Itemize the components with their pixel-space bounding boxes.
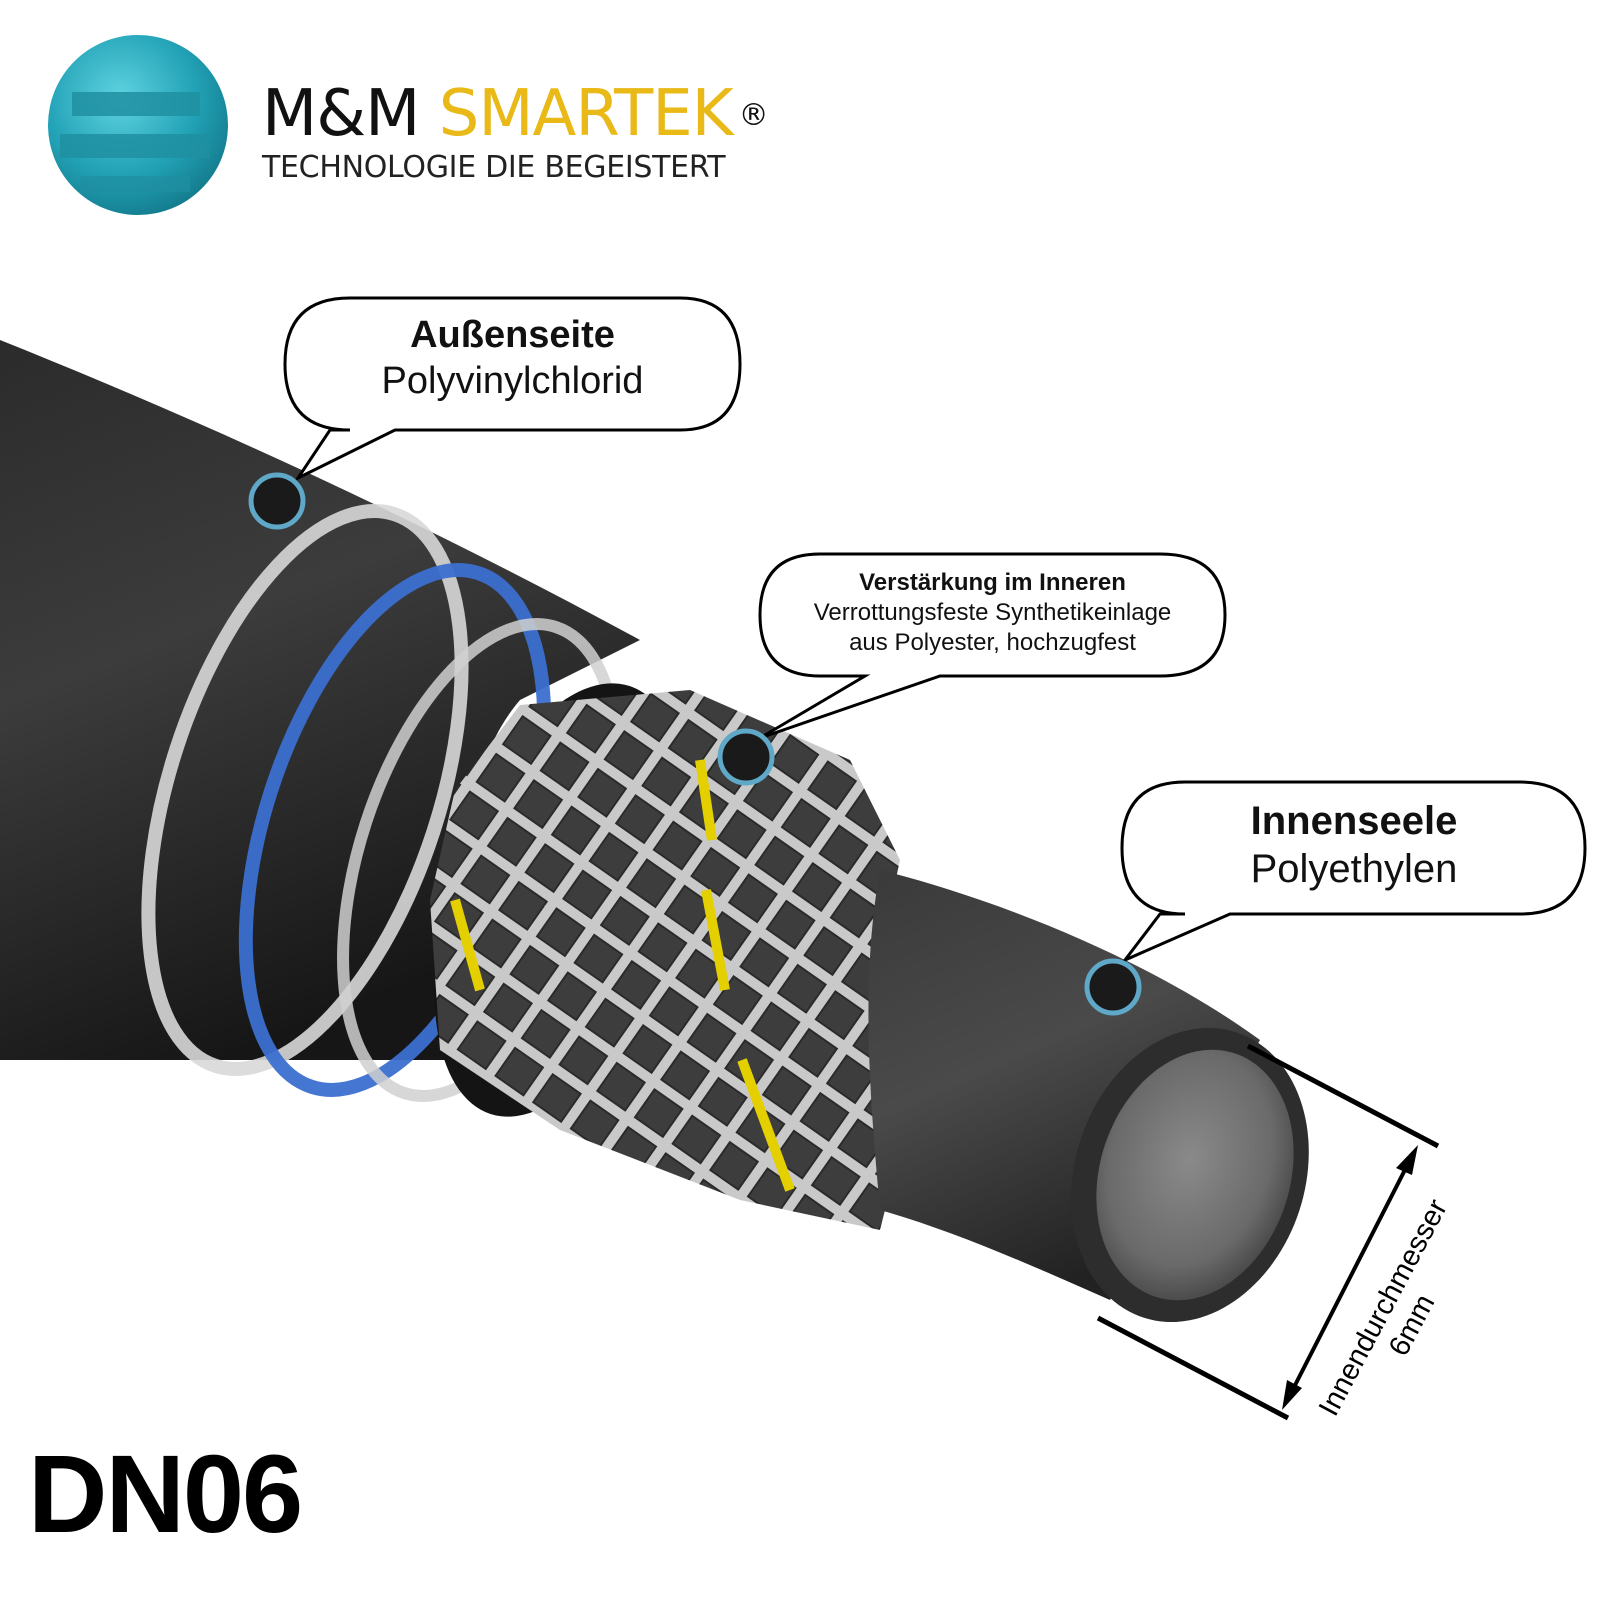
callout-reinforcement-line1: Verrottungsfeste Synthetikeinlage	[813, 599, 1172, 626]
brand-wordmark: M&M SMARTEK® TECHNOLOGIE DIE BEGEISTERT	[262, 77, 769, 185]
registered-mark: ®	[738, 98, 769, 133]
brand-name-part2: SMARTEK	[438, 77, 734, 151]
callout-inner-text: Innenseele Polyethylen	[1128, 797, 1580, 893]
product-code: DN06	[28, 1433, 303, 1556]
callout-reinforcement-text: Verstärkung im Inneren Verrottungsfeste …	[765, 568, 1220, 658]
callout-outer	[248, 296, 742, 530]
callout-reinforcement-title: Verstärkung im Inneren	[859, 569, 1126, 596]
brand-name: M&M SMARTEK®	[262, 77, 769, 151]
callout-inner	[1084, 780, 1587, 1016]
arrow-down-icon	[1282, 1380, 1302, 1410]
callout-outer-text: Außenseite Polyvinylchlorid	[290, 312, 735, 404]
callout-inner-title: Innenseele	[1250, 799, 1458, 843]
inner-tube-layer	[868, 870, 1309, 1323]
callout-reinforcement	[717, 552, 1227, 786]
marker-dot-icon	[1084, 958, 1142, 1016]
brand-logo	[48, 35, 228, 215]
callout-outer-title: Außenseite	[410, 314, 615, 356]
brand-tagline: TECHNOLOGIE DIE BEGEISTERT	[262, 150, 726, 185]
brand-name-part1: M&M	[262, 77, 420, 151]
callout-inner-subtitle: Polyethylen	[1250, 847, 1458, 891]
marker-dot-icon	[248, 472, 306, 530]
logo-stripe-icon	[72, 92, 200, 116]
arrow-up-icon	[1396, 1145, 1418, 1175]
marker-dot-icon	[717, 728, 775, 786]
callout-reinforcement-line2: aus Polyester, hochzugfest	[849, 629, 1136, 656]
callout-outer-subtitle: Polyvinylchlorid	[381, 360, 644, 402]
